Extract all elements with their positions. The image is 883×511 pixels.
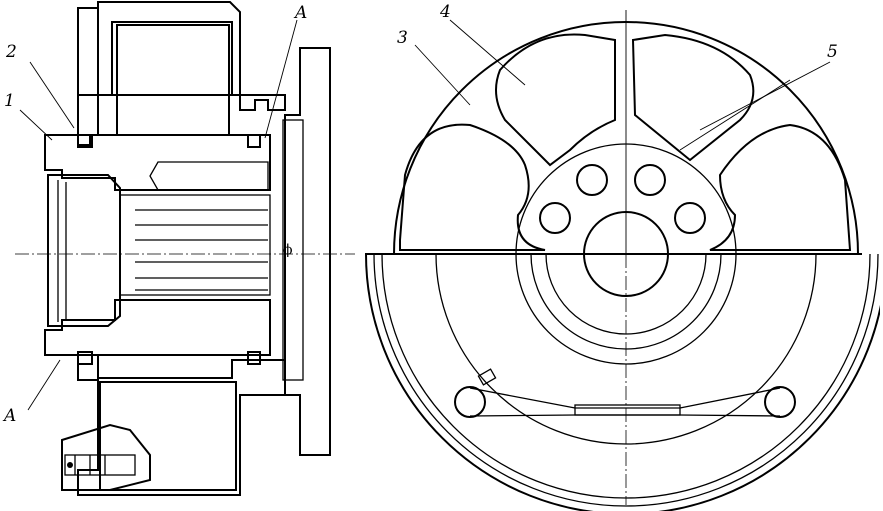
shoe-top-right bbox=[631, 33, 755, 162]
hub-lower bbox=[44, 299, 271, 356]
label-a-bottom: A bbox=[4, 406, 17, 426]
seals bbox=[77, 134, 261, 365]
bolt-holes bbox=[539, 164, 706, 234]
end-view-leaders bbox=[414, 19, 831, 131]
shoe-right bbox=[709, 123, 852, 251]
hub-upper bbox=[44, 134, 271, 191]
spring-assembly bbox=[454, 368, 796, 418]
label-a-top: A bbox=[295, 3, 308, 23]
spline-lower bbox=[583, 254, 669, 297]
label-phi: ϕ bbox=[283, 242, 293, 258]
key bbox=[149, 161, 269, 191]
housing-left-wall bbox=[77, 7, 99, 146]
label-1: 1 bbox=[4, 91, 15, 111]
flange bbox=[284, 47, 331, 456]
section-view bbox=[15, 1, 355, 496]
label-3: 3 bbox=[397, 28, 408, 48]
leader-lines bbox=[19, 19, 298, 411]
housing-top bbox=[77, 1, 286, 111]
label-5: 5 bbox=[827, 42, 838, 62]
bolt bbox=[64, 454, 136, 476]
shoe-top-left bbox=[495, 33, 616, 167]
end-view bbox=[365, 10, 880, 511]
sleeve bbox=[47, 174, 121, 327]
shoe-left bbox=[399, 123, 546, 251]
coil-block-top bbox=[116, 24, 230, 136]
label-2: 2 bbox=[6, 42, 17, 62]
housing-lower bbox=[77, 354, 286, 496]
bolt-boss bbox=[61, 423, 151, 491]
label-4: 4 bbox=[440, 2, 451, 22]
